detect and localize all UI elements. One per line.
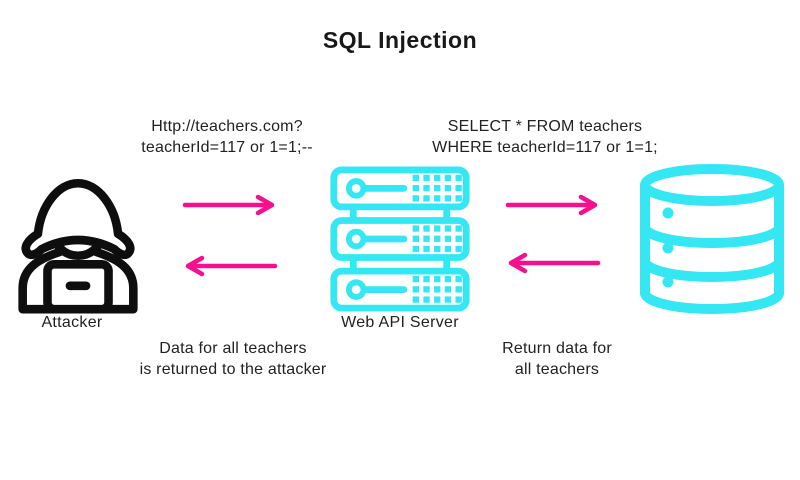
response-to-attacker-text: Data for all teachers is returned to the… xyxy=(139,340,327,378)
arrow-attacker-to-server xyxy=(181,194,279,216)
response-from-db-text: Return data for all teachers xyxy=(502,340,612,378)
page-title: SQL Injection xyxy=(322,27,478,53)
sql-query-text: SELECT * FROM teachers WHERE teacherId=1… xyxy=(432,118,658,156)
arrow-server-to-attacker xyxy=(181,255,279,277)
arrow-server-to-database xyxy=(504,194,602,216)
arrow-database-to-server xyxy=(504,252,602,274)
web-api-server-label: Web API Server xyxy=(341,314,459,331)
hacker-icon xyxy=(16,166,140,314)
server-rack-icon xyxy=(328,166,472,312)
request-url-text: Http://teachers.com? teacherId=117 or 1=… xyxy=(141,118,313,156)
database-icon xyxy=(637,161,787,315)
attacker-label: Attacker xyxy=(41,314,103,331)
